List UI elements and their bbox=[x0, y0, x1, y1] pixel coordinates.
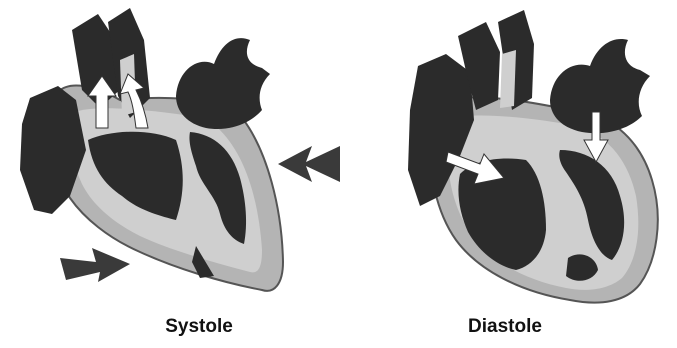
systole-contraction-arrow-right bbox=[278, 146, 340, 182]
diastole-vessel-stem bbox=[500, 50, 516, 108]
systole-caption: Systole bbox=[99, 316, 299, 338]
diastole-caption: Diastole bbox=[405, 316, 605, 338]
systole-heart bbox=[20, 8, 340, 291]
systole-right-atrium bbox=[176, 38, 270, 129]
diastole-heart bbox=[408, 10, 658, 303]
systole-contraction-arrow-bottom bbox=[60, 248, 130, 282]
